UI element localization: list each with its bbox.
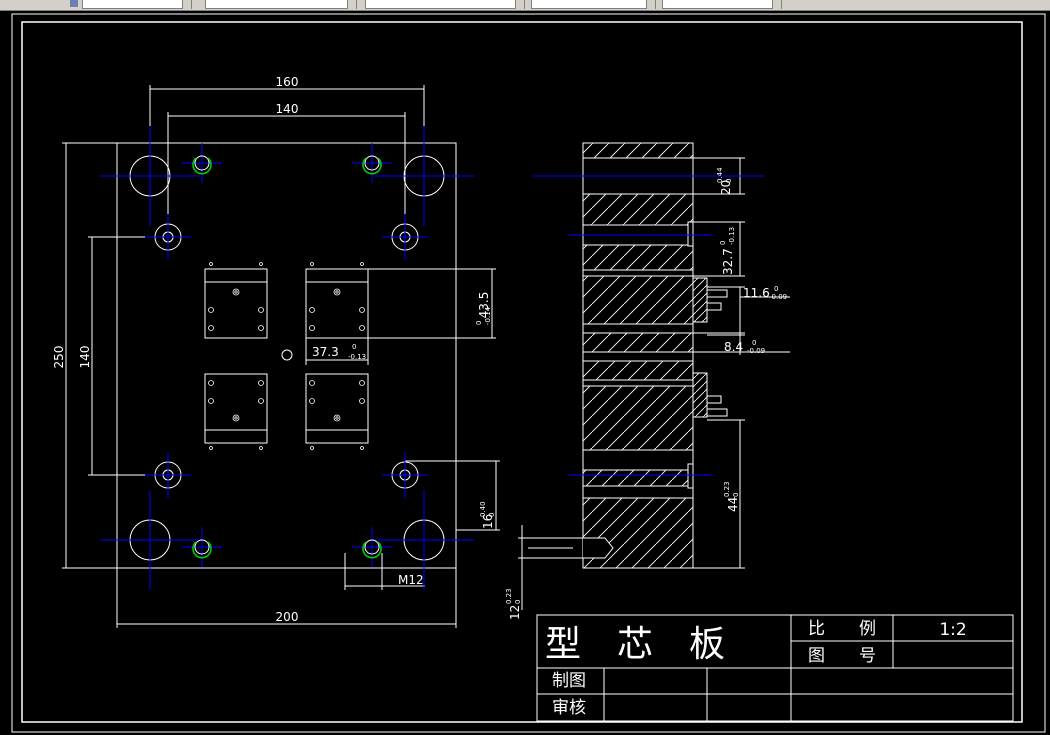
- dim-43-5: 43.5: [477, 292, 491, 319]
- dim-140-left: 140: [78, 346, 92, 369]
- svg-text:0.44: 0.44: [716, 167, 724, 183]
- centerlines: [100, 126, 474, 590]
- svg-text:0: 0: [475, 321, 483, 325]
- svg-text:0: 0: [514, 600, 522, 604]
- dim-16: 16: [481, 514, 495, 529]
- plotstyle-dropdown[interactable]: [662, 0, 782, 9]
- svg-text:0: 0: [725, 179, 733, 183]
- svg-text:-0.13: -0.13: [728, 227, 736, 245]
- linetype-dropdown[interactable]: [365, 0, 525, 9]
- svg-text:-0.09: -0.09: [747, 347, 765, 355]
- part-name: 型 芯 板: [545, 624, 725, 665]
- insert-pockets: [204, 262, 369, 450]
- dim-37-3: 37.3: [312, 345, 339, 359]
- threaded-holes: [192, 155, 382, 559]
- svg-text:0: 0: [719, 241, 727, 245]
- dim-44: 44: [726, 497, 740, 512]
- properties-toolbar: [0, 0, 1050, 11]
- dim-12: 12: [508, 605, 522, 620]
- dim-11-6: 11.6: [743, 286, 770, 300]
- layer-dropdown[interactable]: [82, 0, 192, 9]
- color-dropdown[interactable]: [205, 0, 357, 9]
- layer-icon[interactable]: [70, 0, 78, 7]
- chevron-down-icon[interactable]: [772, 0, 781, 9]
- svg-text:0: 0: [732, 493, 740, 497]
- svg-text:0: 0: [752, 339, 756, 347]
- insert-pocket: [692, 277, 708, 323]
- svg-text:0.23: 0.23: [505, 588, 513, 604]
- svg-text:0: 0: [352, 343, 356, 351]
- inner-frame: [21, 21, 1023, 723]
- svg-text:0.40: 0.40: [479, 501, 487, 517]
- chevron-down-icon[interactable]: [515, 0, 524, 9]
- scale-label: 比 例: [808, 619, 876, 639]
- outer-frame: [11, 13, 1046, 733]
- scale-value: 1:2: [939, 620, 966, 640]
- center-hole: [281, 349, 293, 361]
- chevron-down-icon[interactable]: [182, 0, 191, 9]
- dim-140-top: 140: [276, 102, 299, 116]
- dim-160: 160: [276, 75, 299, 89]
- lineweight-dropdown[interactable]: [531, 0, 656, 9]
- checked-by-label: 审核: [552, 698, 586, 718]
- dim-32-7: 32.7: [721, 248, 735, 275]
- svg-text:0: 0: [488, 513, 496, 517]
- title-block: [536, 614, 1014, 722]
- drawing-canvas[interactable]: 160 140 200 250 140 43.5 0 -0.14 37.3 0 …: [0, 10, 1050, 735]
- chevron-down-icon[interactable]: [347, 0, 356, 9]
- insert-pocket: [692, 372, 708, 418]
- dim-250: 250: [52, 346, 66, 369]
- svg-text:0.23: 0.23: [723, 481, 731, 497]
- dim-m12: M12: [398, 573, 424, 587]
- svg-text:-0.09: -0.09: [769, 293, 787, 301]
- svg-text:-0.13: -0.13: [348, 353, 366, 361]
- chevron-down-icon[interactable]: [646, 0, 655, 9]
- dim-8-4: 8.4: [724, 340, 743, 354]
- drawn-by-label: 制图: [552, 671, 586, 691]
- dim-200: 200: [276, 610, 299, 624]
- plate-outline: [116, 142, 457, 569]
- drawing-no-label: 图 号: [808, 646, 876, 666]
- plan-view: [62, 85, 500, 628]
- dim-20: 20: [719, 180, 733, 195]
- svg-text:0: 0: [774, 285, 778, 293]
- section-view: [518, 142, 790, 610]
- svg-text:-0.14: -0.14: [484, 306, 492, 325]
